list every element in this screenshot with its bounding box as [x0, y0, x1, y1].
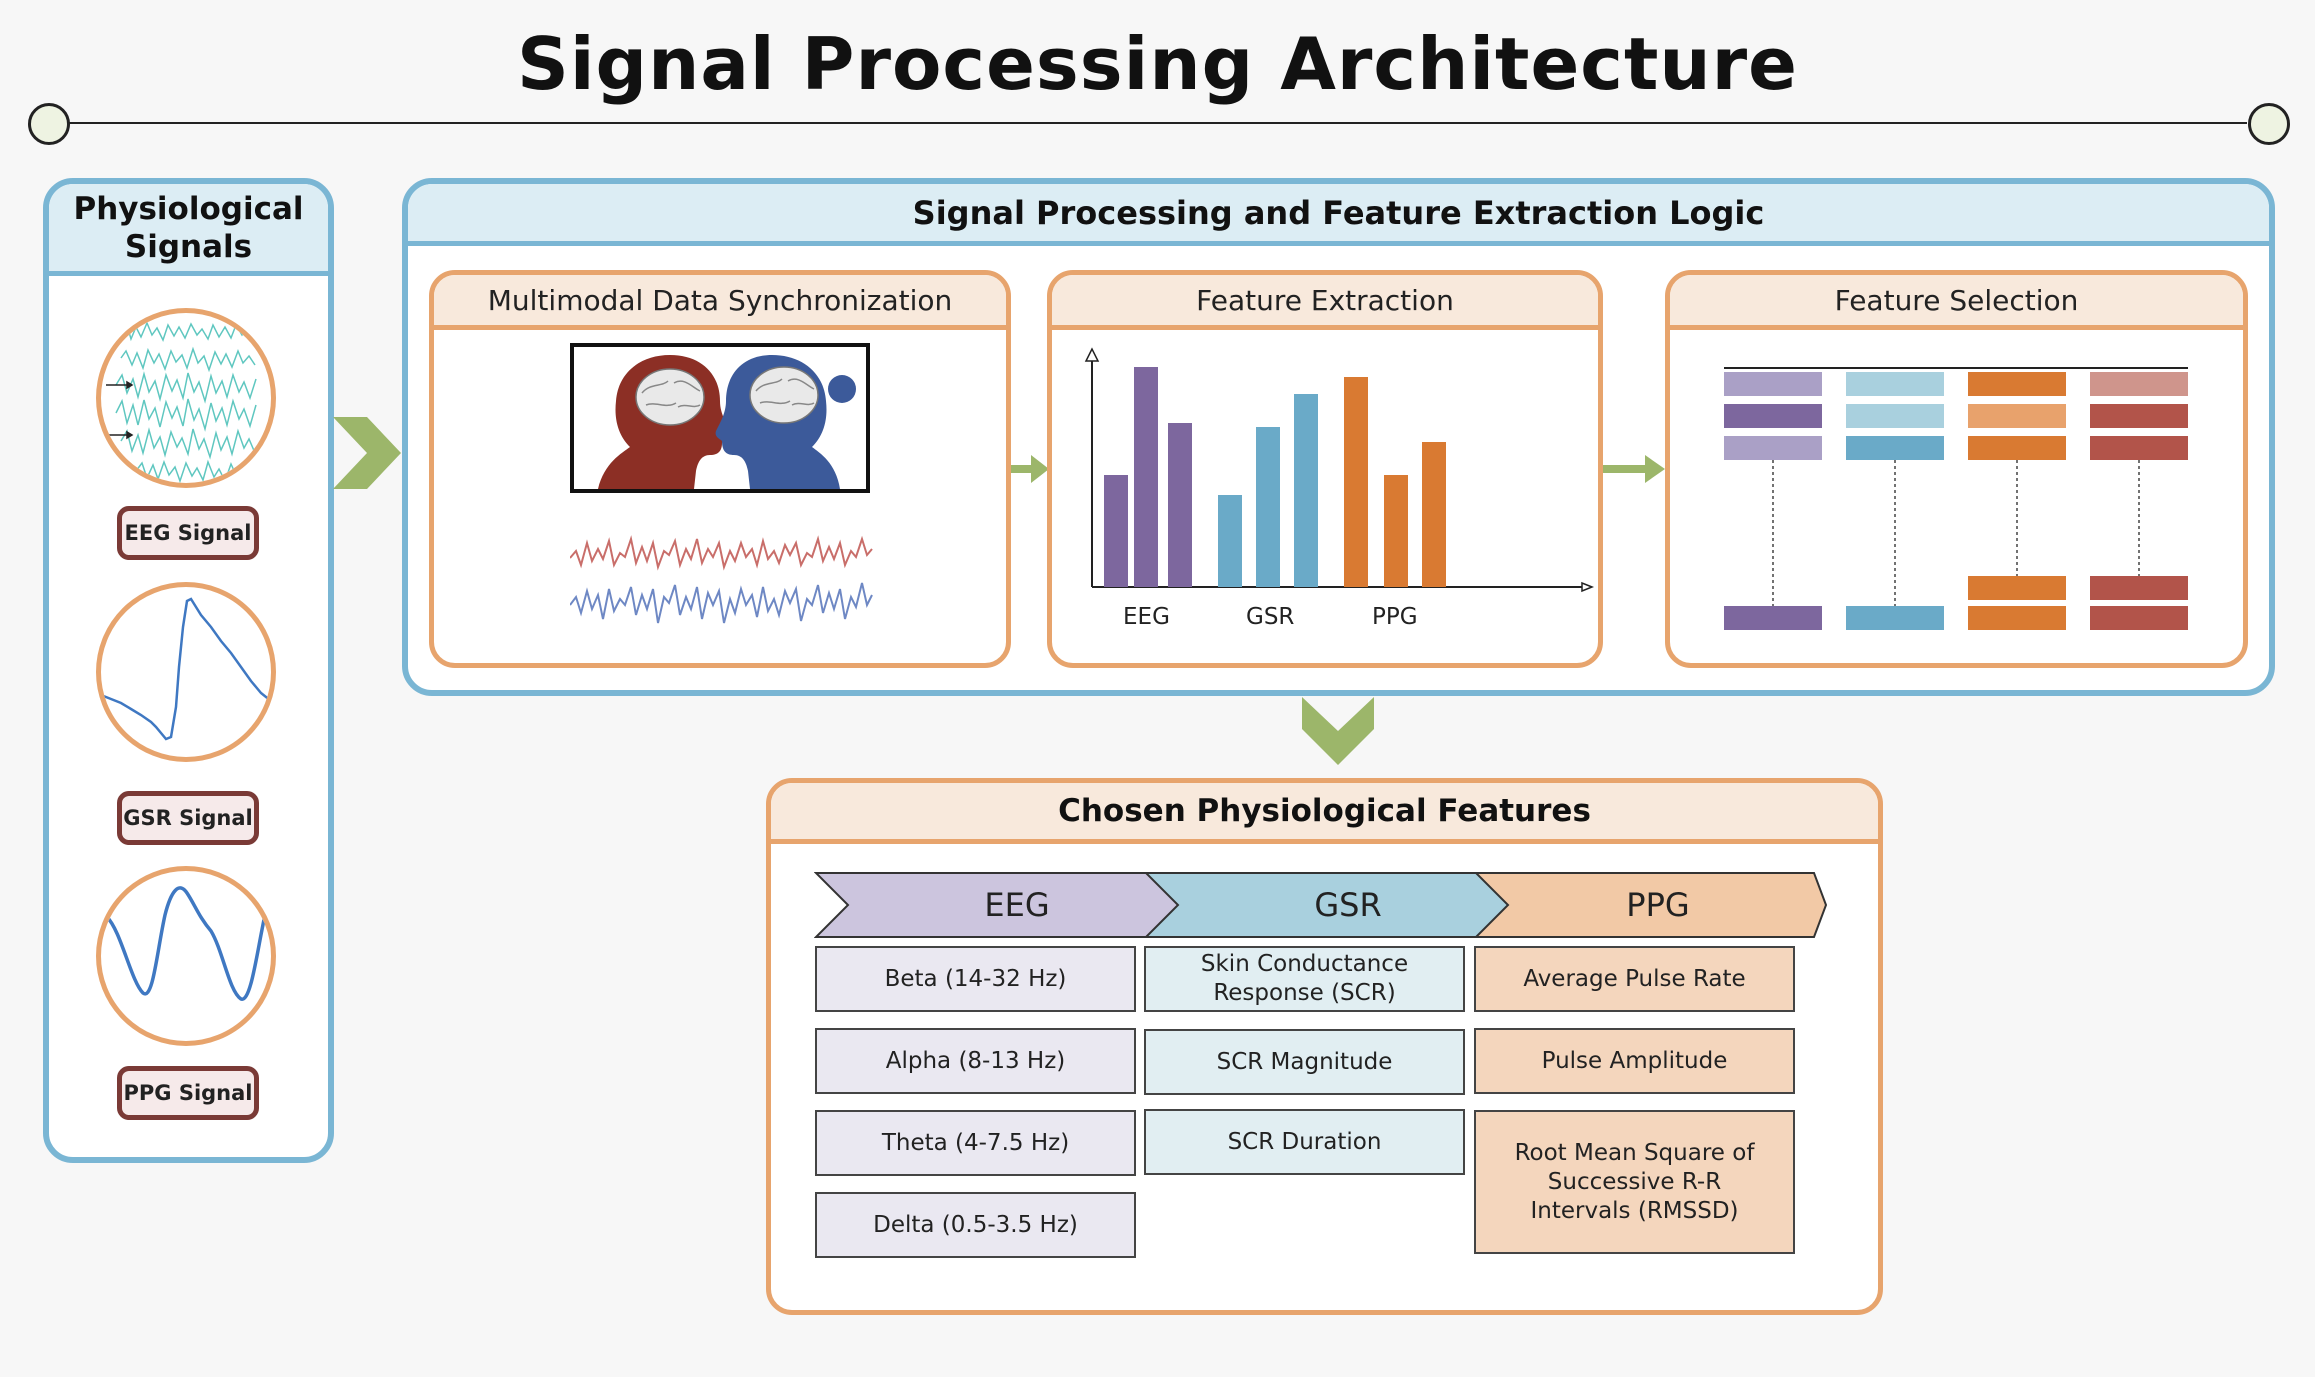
- selection-column-ppg: [1968, 372, 2066, 630]
- ppg-signal-thumbnail: [96, 866, 276, 1046]
- ppg-chevron: [1473, 872, 1828, 938]
- ppg-feature-pulse-amplitude: Pulse Amplitude: [1474, 1028, 1795, 1094]
- chevron-right-icon: [333, 417, 401, 489]
- feature-category-chevrons: [814, 872, 1828, 938]
- arrow-right-icon: [1603, 455, 1665, 483]
- chosen-features-heading: Chosen Physiological Features: [771, 783, 1878, 844]
- ppg-bar-2: [1384, 475, 1408, 587]
- feature-selection-box: Feature Selection: [1665, 270, 2248, 668]
- eeg-signal-label: EEG Signal: [117, 506, 259, 560]
- data-sync-heading: Multimodal Data Synchronization: [434, 275, 1006, 330]
- selection-column-gsr: [1846, 372, 1944, 630]
- processing-logic-heading: Signal Processing and Feature Extraction…: [408, 184, 2269, 246]
- ppg-signal-label: PPG Signal: [117, 1066, 259, 1120]
- eeg-feature-alpha: Alpha (8-13 Hz): [815, 1028, 1136, 1094]
- wave-red: [570, 535, 873, 571]
- heading-line-2: Signals: [124, 228, 253, 265]
- extraction-group-ppg: PPG: [1372, 604, 1418, 630]
- gsr-bar-1: [1218, 495, 1242, 587]
- eeg-feature-delta: Delta (0.5-3.5 Hz): [815, 1192, 1136, 1258]
- feature-selection-heading: Feature Selection: [1670, 275, 2243, 330]
- gsr-feature-scr-magnitude: SCR Magnitude: [1144, 1029, 1465, 1095]
- eeg-category-label: EEG: [984, 886, 1050, 924]
- line-end-right: [2248, 103, 2290, 145]
- selection-column-red: [2090, 372, 2188, 630]
- chevron-down-icon: [1302, 697, 1374, 765]
- feature-extraction-chart: [1084, 347, 1595, 593]
- gsr-category-label: GSR: [1314, 886, 1382, 924]
- ppg-bar-3: [1422, 442, 1446, 587]
- ppg-waveform-icon: [105, 886, 267, 1001]
- title-divider: [67, 122, 2247, 124]
- wave-blue: [570, 582, 873, 624]
- extraction-group-eeg: EEG: [1123, 604, 1170, 630]
- feature-extraction-heading: Feature Extraction: [1052, 275, 1598, 330]
- feature-selection-illustration: [1724, 367, 2188, 630]
- eeg-signal-thumbnail: [96, 308, 276, 488]
- gsr-feature-scr: Skin Conductance Response (SCR): [1144, 946, 1465, 1012]
- gsr-signal-thumbnail: [96, 582, 276, 762]
- ppg-feature-rmssd: Root Mean Square of Successive R-R Inter…: [1474, 1110, 1795, 1254]
- eeg-bar-1: [1104, 475, 1128, 587]
- physiological-signals-heading: Physiological Signals: [49, 184, 328, 276]
- ppg-category-label: PPG: [1626, 886, 1690, 924]
- eeg-bar-3: [1168, 423, 1192, 587]
- selection-column-eeg: [1724, 372, 1822, 630]
- heading-line-1: Physiological: [73, 190, 304, 227]
- eeg-waveform-icon: [106, 321, 257, 483]
- gsr-bar-2: [1256, 427, 1280, 587]
- eeg-feature-theta: Theta (4-7.5 Hz): [815, 1110, 1136, 1176]
- ppg-bar-1: [1344, 377, 1368, 587]
- synchronization-illustration: [570, 343, 873, 624]
- extraction-group-gsr: GSR: [1246, 604, 1295, 630]
- page-title: Signal Processing Architecture: [517, 22, 1798, 106]
- gsr-feature-scr-duration: SCR Duration: [1144, 1109, 1465, 1175]
- gsr-bar-3: [1294, 394, 1318, 587]
- gsr-waveform-icon: [101, 597, 271, 741]
- eeg-feature-beta: Beta (14-32 Hz): [815, 946, 1136, 1012]
- gsr-signal-label: GSR Signal: [117, 791, 259, 845]
- line-end-left: [28, 103, 70, 145]
- arrow-right-icon: [1011, 455, 1049, 483]
- eeg-bar-2: [1134, 367, 1158, 587]
- ppg-feature-pulse-rate: Average Pulse Rate: [1474, 946, 1795, 1012]
